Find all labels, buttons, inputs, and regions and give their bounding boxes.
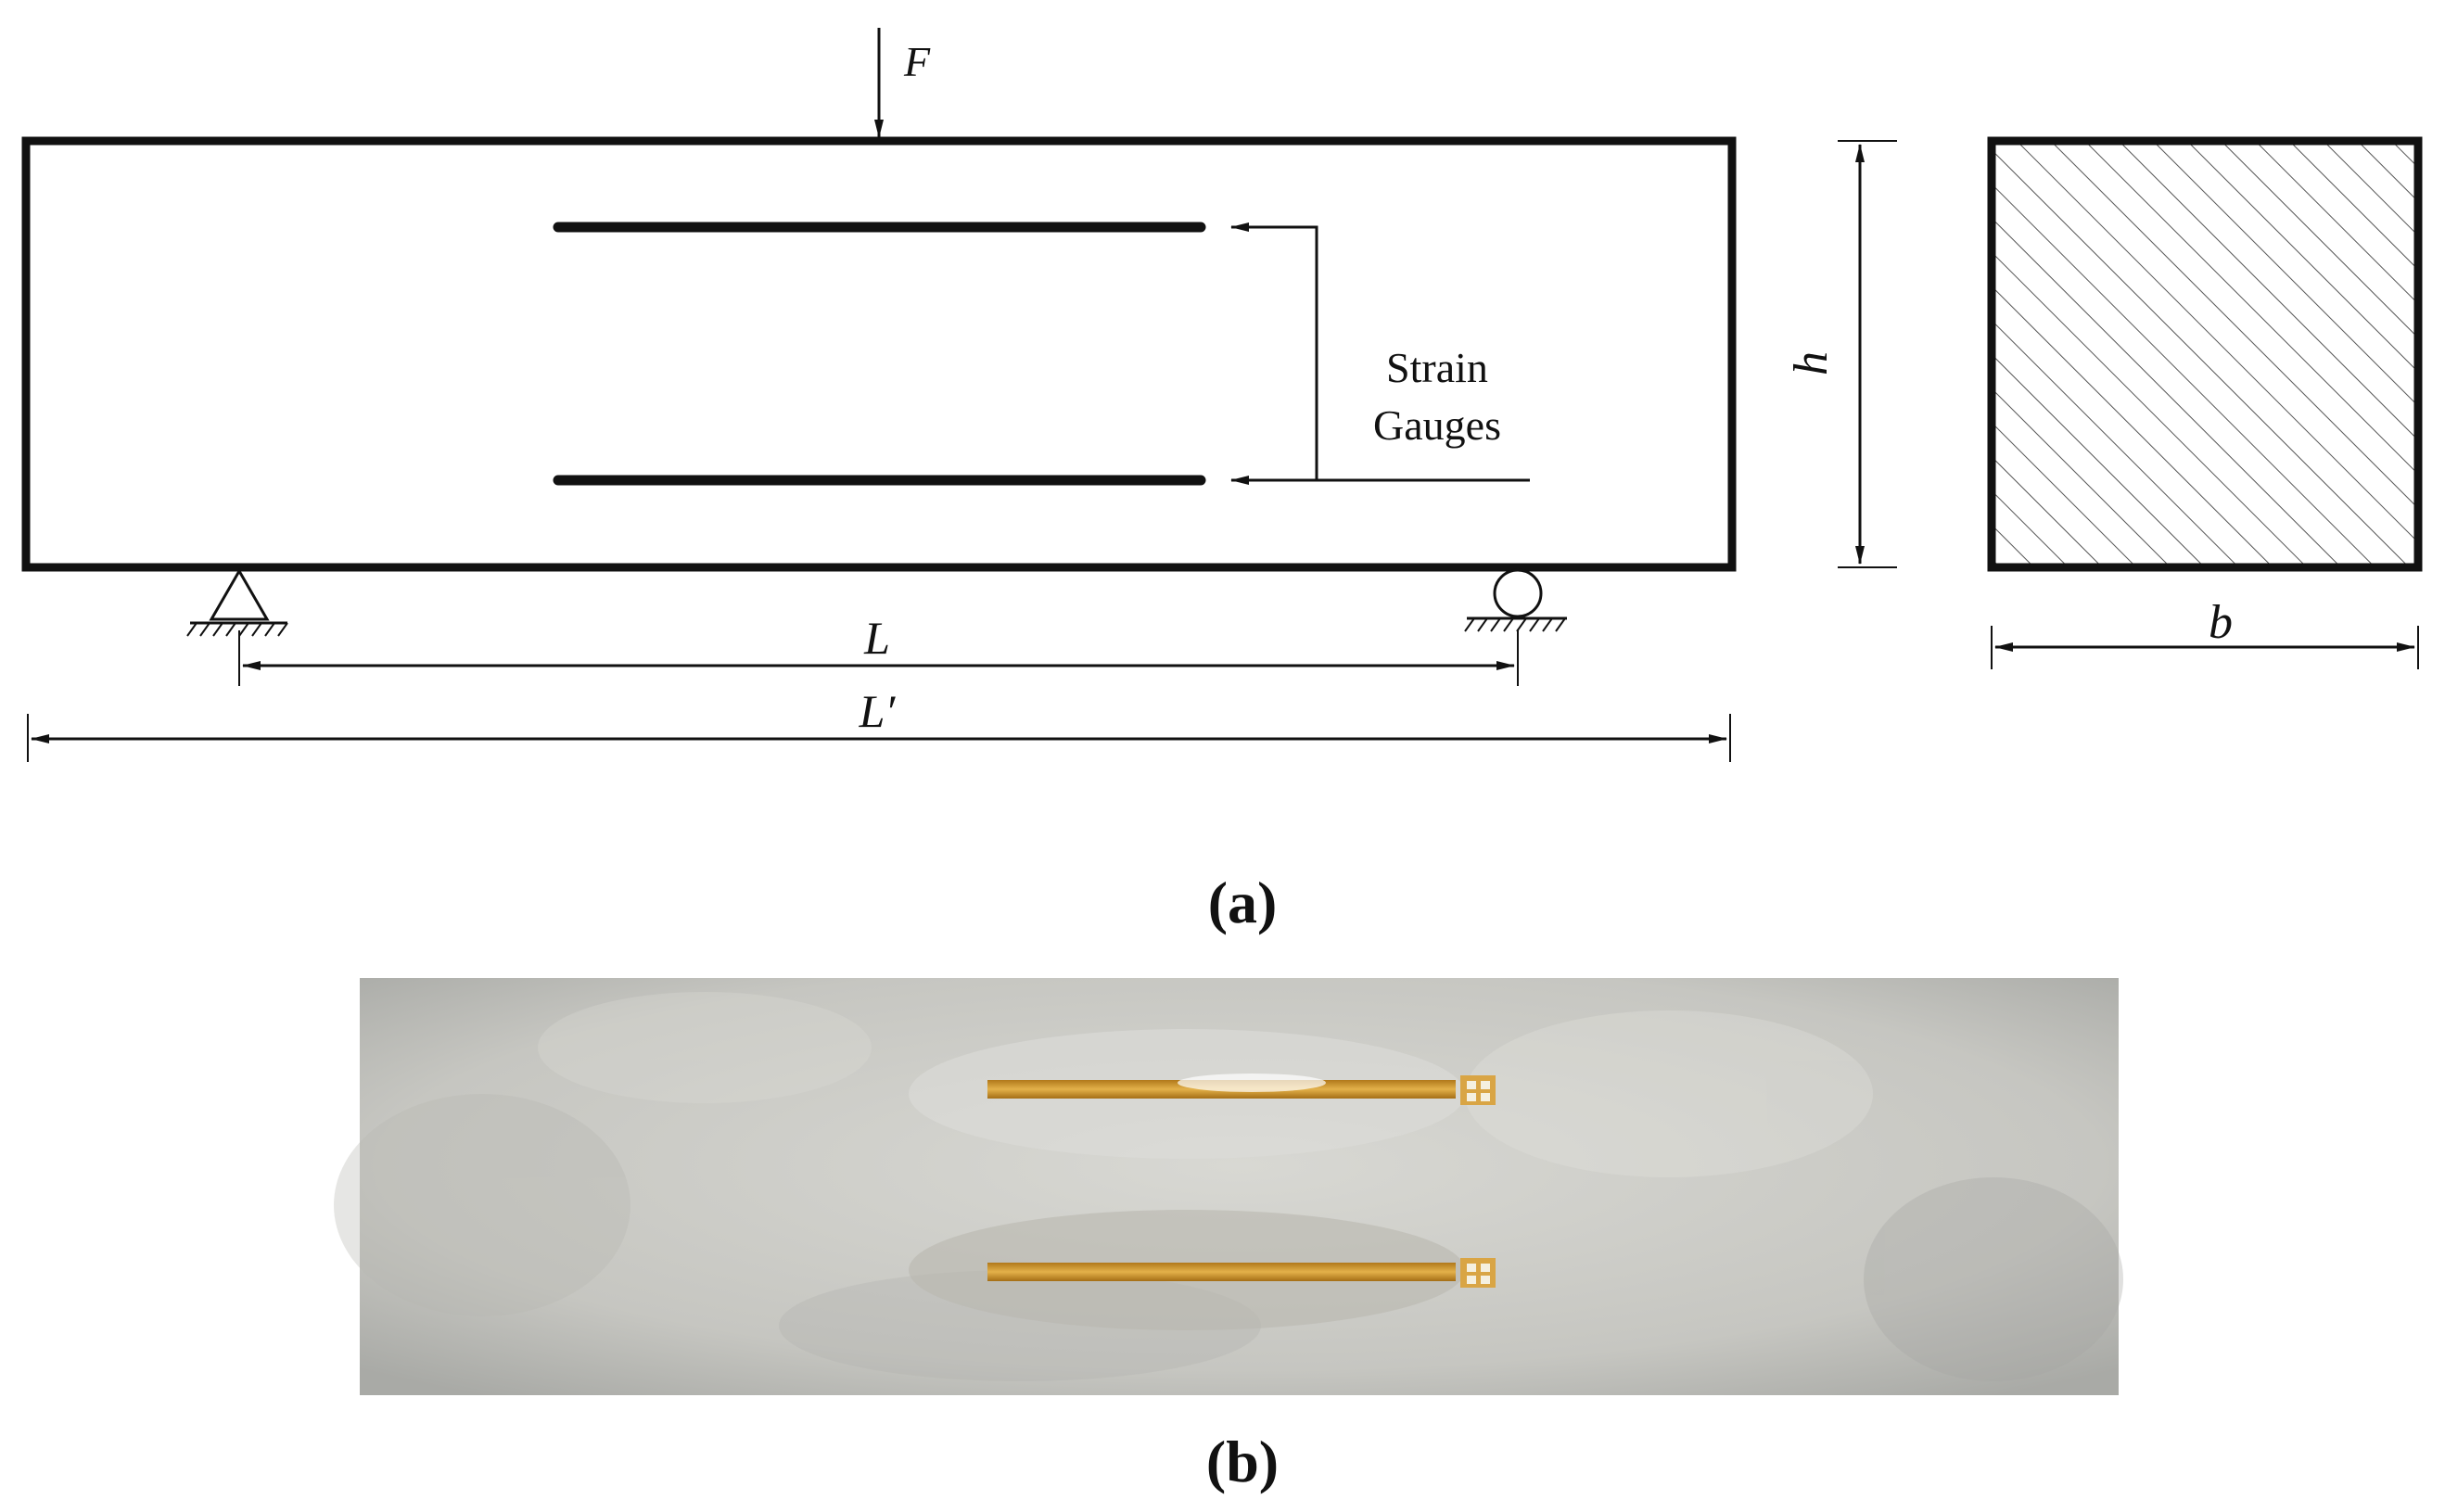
cross-section-hatched <box>1987 136 2423 572</box>
gauge-label-line2: Gauges <box>1373 401 1501 449</box>
roller-support <box>1464 568 1567 632</box>
gauge-leader-top <box>1230 222 1318 480</box>
panel-a-schematic: F Strain Gauges <box>21 28 2423 935</box>
pin-support <box>186 567 288 637</box>
span-label: L <box>863 612 890 664</box>
caption-b: (b) <box>1206 1429 1279 1494</box>
photo-strain-gauge-top <box>987 1074 1496 1105</box>
gauge-label-line1: Strain <box>1386 344 1488 391</box>
caption-a: (a) <box>1208 870 1278 935</box>
photo-strain-gauge-bottom <box>987 1258 1496 1288</box>
span-dimension <box>238 630 1519 686</box>
total-length-label: L′ <box>859 685 897 737</box>
width-label: b <box>2209 596 2233 649</box>
force-label: F <box>903 38 931 85</box>
height-label: h <box>1785 351 1838 375</box>
height-dimension <box>1838 140 1897 568</box>
beam-outline <box>21 136 1737 572</box>
width-dimension <box>1991 626 2419 669</box>
panel-b-photo: (b) <box>334 978 2123 1494</box>
total-length-dimension <box>27 714 1731 762</box>
